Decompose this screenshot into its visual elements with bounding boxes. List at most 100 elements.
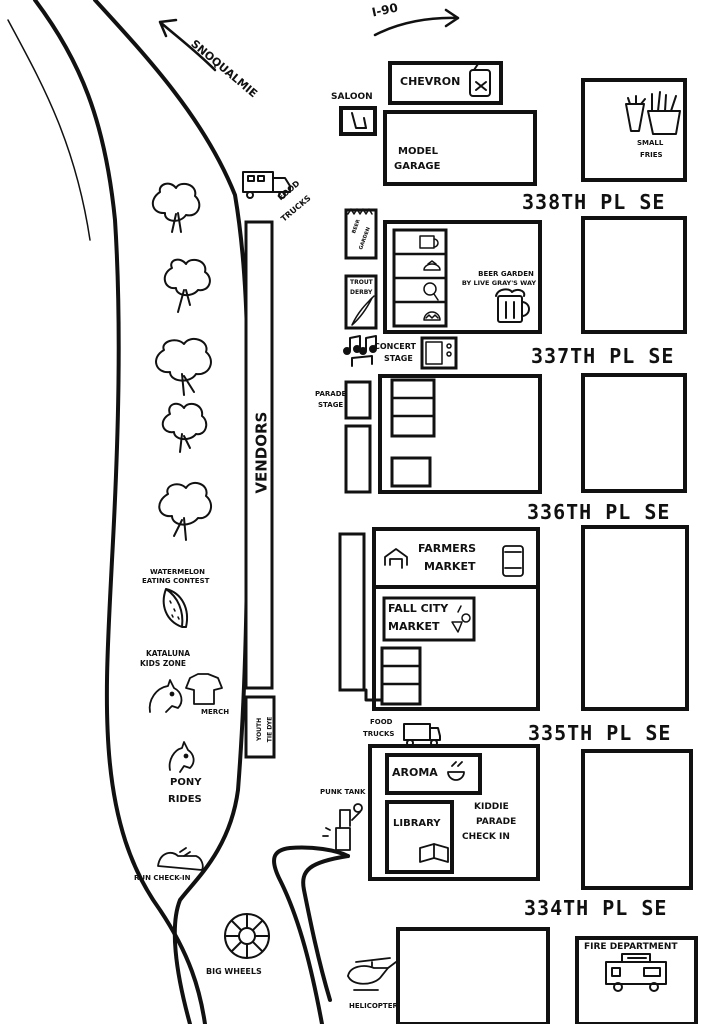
- concert-label-2: STAGE: [384, 354, 413, 363]
- road-right-edge: [93, 0, 250, 1024]
- helicopter-icon: [347, 957, 397, 991]
- food-trucks-b-label-2: TRUCKS: [363, 730, 395, 738]
- concert-label-1: CONCERT: [374, 342, 416, 351]
- i90-arrow: [373, 8, 460, 37]
- road-left-edge: [33, 0, 207, 1024]
- merch-label: MERCH: [201, 708, 230, 716]
- beer-garden-sign: [344, 208, 378, 260]
- kataluna-label-1: KATALUNA: [146, 649, 191, 658]
- tshirt-icon: [185, 673, 223, 705]
- street-334th: 334TH PL SE: [524, 896, 668, 920]
- kataluna-label-2: KIDS ZONE: [140, 659, 187, 668]
- fall-city-label-1: FALL CITY: [388, 602, 449, 615]
- street-338th: 338TH PL SE: [522, 190, 666, 214]
- jar-icon: [502, 545, 524, 577]
- pony-icon: [168, 741, 195, 773]
- tree-icon: [158, 481, 213, 541]
- kiddie-label-2: PARADE: [476, 817, 517, 827]
- tent-strip: [338, 532, 366, 692]
- aroma-label: AROMA: [392, 766, 438, 779]
- beer-mug-icon: [495, 288, 530, 323]
- sneaker-icon: [157, 847, 204, 871]
- street-337th: 337TH PL SE: [531, 344, 675, 368]
- youth-tie-dye-label-1: YOUTH: [256, 717, 264, 742]
- tree-icon: [151, 182, 201, 233]
- model-garage-block: [383, 110, 537, 186]
- food-truck-icon: [242, 171, 291, 199]
- fries-icon: [625, 91, 681, 135]
- block-right-2: [581, 373, 687, 493]
- street-336th: 336TH PL SE: [527, 500, 671, 524]
- dish-icon: [423, 260, 441, 271]
- booth-small: [390, 456, 432, 488]
- taco-icon: [423, 311, 441, 321]
- punk-tank-icon: [322, 803, 363, 851]
- tent-icon: [384, 548, 408, 569]
- block-right-3: [581, 525, 689, 711]
- parade-stage-box: [344, 380, 372, 420]
- speaker-amp: [420, 336, 458, 370]
- fall-city-sign: [382, 596, 476, 642]
- parade-stage-label-2: STAGE: [318, 401, 344, 409]
- beer-garden-label-1: BEER GARDEN: [478, 270, 534, 278]
- produce-icon: [451, 605, 471, 633]
- watermelon-label-2: EATING CONTEST: [142, 577, 210, 585]
- book-icon: [419, 843, 449, 863]
- run-checkin-label: RUN CHECK-IN: [134, 874, 191, 882]
- watermelon-icon: [162, 588, 188, 628]
- tree-icon: [163, 258, 211, 313]
- beer-garden-label-2: BY LIVE GRAY'S WAY: [461, 279, 537, 287]
- library-label: LIBRARY: [393, 818, 441, 829]
- helicopter-label: HELICOPTER: [349, 1002, 398, 1010]
- fall-city-label-2: MARKET: [388, 620, 440, 633]
- coffee-icon: [447, 761, 465, 781]
- horse-icon: [148, 679, 183, 713]
- side-booth: [344, 424, 372, 494]
- sign-ruffle: [347, 208, 373, 215]
- small-fries-label-2: FRIES: [640, 151, 663, 159]
- parade-stage-label-1: PARADE: [315, 390, 347, 398]
- glass-icon: [351, 112, 367, 129]
- youth-tie-dye-label-2: TIE DYE: [266, 716, 274, 743]
- loop-road: [272, 845, 350, 1024]
- market-booth: [380, 646, 422, 706]
- watermelon-label-1: WATERMELON: [150, 568, 205, 576]
- tree-icon: [155, 337, 212, 396]
- punk-tank-label: PUNK TANK: [320, 788, 366, 796]
- fire-department-label: FIRE DEPARTMENT: [584, 942, 678, 952]
- trout-derby-label-1: TROUT: [350, 279, 373, 286]
- fire-truck-icon: [605, 953, 667, 992]
- lane-left: [7, 19, 91, 241]
- fish-icon: [351, 295, 375, 326]
- pony-rides-label-2: RIDES: [168, 794, 202, 805]
- trout-derby-label-2: DERBY: [350, 289, 373, 296]
- vendors-label: VENDORS: [252, 411, 271, 494]
- queue-line: [364, 688, 384, 702]
- chevron-label: CHEVRON: [400, 75, 461, 88]
- block-right-4: [581, 749, 693, 890]
- mug-icon: [419, 235, 439, 249]
- kiddie-label-1: KIDDIE: [474, 802, 509, 812]
- kiddie-label-3: CHECK IN: [462, 832, 510, 842]
- gas-can-icon: [469, 63, 491, 97]
- loop-road-inner: [301, 854, 350, 1002]
- music-notes-icon: [343, 335, 377, 367]
- vendors-strip: [244, 220, 274, 690]
- model-garage-label-2: GARAGE: [394, 161, 441, 172]
- food-truck-icon: [403, 723, 441, 747]
- block-right-1: [581, 216, 687, 334]
- farmers-market-label-2: MARKET: [424, 560, 476, 573]
- big-wheels-label: BIG WHEELS: [206, 967, 262, 976]
- food-trucks-b-label-1: FOOD: [370, 718, 393, 726]
- model-garage-label-1: MODEL: [398, 146, 438, 157]
- small-fries-label-1: SMALL: [637, 139, 664, 147]
- drumstick-icon: [423, 282, 439, 301]
- street-335th: 335TH PL SE: [528, 721, 672, 745]
- saloon-block: [339, 106, 377, 136]
- saloon-label: SALOON: [331, 92, 373, 102]
- youth-tie-dye-box: [244, 695, 276, 759]
- big-wheel-icon: [224, 913, 270, 959]
- farmers-market-label-1: FARMERS: [418, 542, 477, 555]
- booth-stack: [390, 378, 436, 438]
